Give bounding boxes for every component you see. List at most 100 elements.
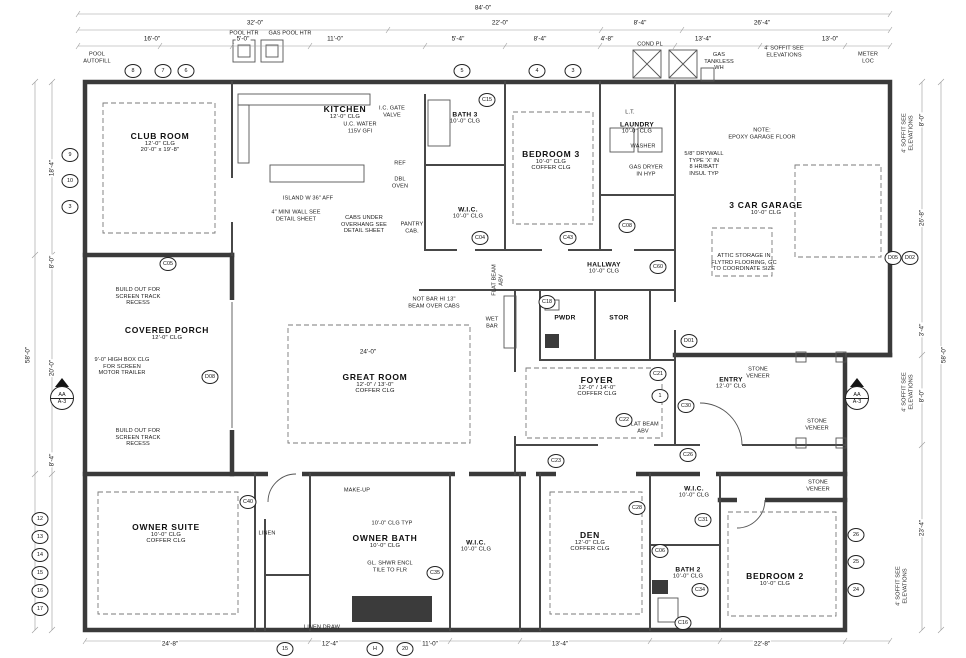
callout-bubble: 24 [847, 583, 865, 597]
room-sub: 10'-0" CLG [750, 210, 782, 216]
room-sub: COFFER CLG [146, 538, 186, 544]
callout-bubble: D02 [901, 251, 919, 265]
dimension-label: 24'-0" [358, 348, 378, 356]
callout-bubble: 3 [61, 200, 79, 214]
callout-bubble: C04 [471, 231, 489, 245]
room-sub: 10'-0" CLG [449, 118, 481, 125]
dimension-label: 18'-4" [48, 158, 56, 178]
annotation-note: ATTIC STORAGE IN FLYTRD FLOORING, GC TO … [711, 253, 777, 273]
dashed-outlines [97, 102, 882, 617]
room-sub: 10'-0" CLG [369, 543, 401, 549]
dimension-label: 3'-4" [918, 322, 926, 338]
annotation-note: U.C. WATER 115V GFI [343, 121, 377, 134]
annotation-note: STONE VENEER [805, 418, 829, 431]
annotation-note: 4" MINI WALL SEE DETAIL SHEET [271, 209, 321, 222]
annotation-note: STONE VENEER [806, 479, 830, 492]
room-sub: 20'-0" x 19'-8" [140, 147, 180, 153]
dimension-label: 20'-0" [48, 358, 56, 378]
callout-bubble: C28 [628, 501, 646, 515]
annotation-note: STONE VENEER [746, 366, 770, 379]
dimension-label: 11'-0" [326, 35, 344, 43]
annotation-note: 10'-0" CLG TYP [371, 520, 413, 527]
room-sub: 10'-0" CLG [759, 581, 791, 587]
dimension-label: 58'-0" [940, 345, 948, 365]
callout-bubble: C23 [547, 454, 565, 468]
room-name: W.I.C. [466, 539, 486, 547]
room-name: CLUB ROOM [130, 131, 190, 141]
callout-bubble: C35 [426, 566, 444, 580]
annotation-note: GAS DRYER IN HYP [629, 164, 663, 177]
callout-bubble: C18 [538, 295, 556, 309]
annotation-note: I.C. GATE VALVE [379, 105, 405, 118]
annotation-note: ISLAND W 36" AFF [282, 195, 334, 202]
callout-bubble: 15 [31, 566, 49, 580]
annotation-note: GAS POOL HTR [268, 30, 312, 37]
annotation-note: PANTRY CAB. [400, 221, 424, 234]
room-name: DEN [579, 530, 601, 540]
callout-bubble: C30 [677, 399, 695, 413]
callout-bubble: C40 [239, 495, 257, 509]
room-name: BATH 3 [452, 111, 478, 119]
room-sub: 12'-0" CLG [574, 540, 606, 546]
dimension-label: 11'-0" [421, 640, 439, 648]
room-sub: 10'-0" CLG [672, 573, 704, 580]
callout-bubble: 9 [61, 148, 79, 162]
room-sub: 12'-0" CLG [715, 383, 747, 390]
section-marker-sheet: A-3 [57, 398, 67, 405]
room-name: COVERED PORCH [124, 325, 210, 335]
callout-bubble: C22 [615, 413, 633, 427]
dimension-label: 4'-8" [599, 35, 615, 43]
dimension-label: 8'-0" [918, 112, 926, 128]
annotation-note: WASHER [630, 143, 656, 150]
callout-bubble: D01 [680, 334, 698, 348]
room-name: KITCHEN [323, 104, 367, 114]
room-label-wic-2: W.I.C.10'-0" CLG [461, 540, 491, 553]
room-sub: COFFER CLG [577, 391, 617, 397]
callout-bubble: C08 [618, 219, 636, 233]
room-name: PWDR [554, 314, 576, 322]
annotation-note: BUILD OUT FOR SCREEN TRACK RECESS [115, 428, 161, 448]
annotation-note: GL. SHWR ENCL TILE TO FLR [367, 560, 413, 573]
room-name: STOR [609, 314, 629, 322]
callout-bubble: C05 [159, 257, 177, 271]
dimension-label: 58'-0" [24, 345, 32, 365]
annotation-note: 4' SOFFIT SEE ELEVATIONS [901, 113, 914, 153]
room-name: BEDROOM 2 [746, 571, 804, 581]
dimension-label: 8'-4" [632, 19, 648, 27]
room-name: BEDROOM 3 [522, 149, 580, 159]
callout-bubble: 10 [61, 174, 79, 188]
callout-bubble: 1 [651, 389, 669, 403]
callout-bubble: C43 [559, 231, 577, 245]
dimension-label: 8'-4" [532, 35, 548, 43]
room-sub: COFFER CLG [531, 165, 571, 171]
section-marker-triangle [55, 378, 69, 387]
dimension-label: 32'-0" [245, 19, 265, 27]
annotation-note: BUILD OUT FOR SCREEN TRACK RECESS [115, 287, 161, 307]
room-name: 3 CAR GARAGE [729, 200, 803, 210]
callout-bubble: C34 [691, 583, 709, 597]
annotation-note: 4' SOFFIT SEE ELEVATIONS [764, 45, 804, 58]
annotation-note: LINEN [258, 530, 276, 537]
dimension-label: 8'-0" [48, 254, 56, 270]
room-sub: COFFER CLG [570, 546, 610, 552]
callout-bubble: C21 [649, 367, 667, 381]
annotation-note: METER LOC [857, 51, 879, 64]
room-label-pwdr: PWDR [554, 315, 575, 322]
callout-bubble: 7 [154, 64, 172, 78]
